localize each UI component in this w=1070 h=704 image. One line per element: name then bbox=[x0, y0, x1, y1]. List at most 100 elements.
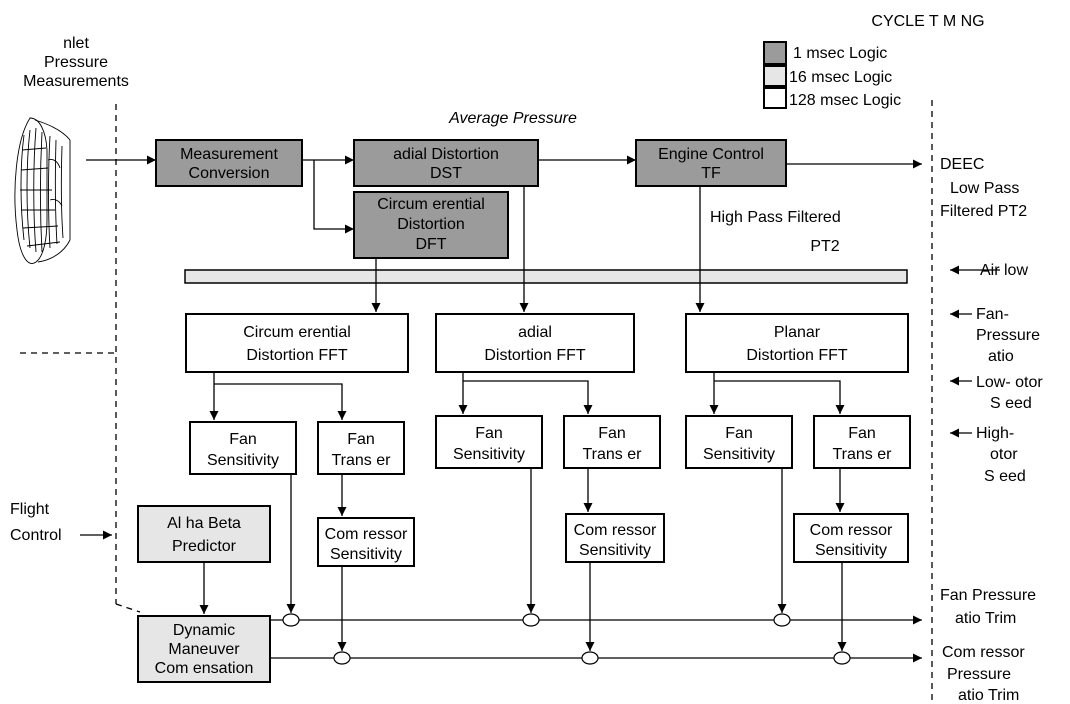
fan-pressure-ratio-trim-label: Fan Pressure atio Trim bbox=[940, 587, 1036, 627]
alpha-beta-predictor-label-2: Predictor bbox=[172, 538, 237, 555]
legend-label-16ms: 16 msec Logic bbox=[789, 69, 892, 86]
alpha-beta-predictor-block bbox=[137, 505, 271, 563]
fan-sensitivity-2-label-2: Sensitivity bbox=[453, 446, 525, 463]
circumferential-fft-label-1: Circum erential bbox=[243, 324, 351, 341]
legend-title: CYCLE T M NG bbox=[871, 13, 984, 30]
measurement-conversion-block bbox=[155, 139, 303, 187]
conversion-to-circumferential-arrow bbox=[313, 160, 354, 234]
planar-fft-label-1: Planar bbox=[774, 324, 821, 341]
compressor-sensitivity-block-1 bbox=[317, 517, 415, 567]
compressor-trim-junction-2 bbox=[581, 651, 599, 665]
compressor-trim-junction-3 bbox=[833, 651, 851, 665]
radial-distortion-label-2: DST bbox=[430, 165, 462, 182]
fan-sensitivity-block-2 bbox=[435, 415, 543, 469]
svg-text:atio Trim: atio Trim bbox=[955, 610, 1016, 627]
compressor-sensitivity-2-label-2: Sensitivity bbox=[579, 542, 651, 559]
svg-text:atio: atio bbox=[988, 348, 1014, 365]
svg-text:Low- otor: Low- otor bbox=[976, 374, 1043, 391]
fan-trim-junction-1 bbox=[282, 613, 300, 627]
dynamic-maneuver-label-2: Maneuver bbox=[168, 641, 240, 658]
planar-fft-label-2: Distortion FFT bbox=[746, 347, 848, 364]
legend-label-1ms: 1 msec Logic bbox=[793, 45, 887, 62]
svg-text:Flight: Flight bbox=[10, 501, 50, 518]
legend-swatch-128ms bbox=[763, 87, 787, 109]
fan-transfer-1-label-2: Trans er bbox=[332, 452, 392, 469]
high-pass-label: High Pass Filtered PT2 bbox=[710, 209, 841, 255]
flight-control-label: Flight Control bbox=[10, 501, 62, 544]
fan-sensitivity-1-label-1: Fan bbox=[229, 431, 257, 448]
engine-control-label-1: Engine Control bbox=[658, 146, 764, 163]
circumferential-distortion-label-2: Distortion bbox=[397, 216, 465, 233]
engine-control-block bbox=[635, 139, 787, 187]
fan-trim-junction-2 bbox=[522, 613, 540, 627]
svg-text:Fan Pressure: Fan Pressure bbox=[940, 587, 1036, 604]
svg-text:nlet: nlet bbox=[63, 35, 89, 52]
svg-text:Low Pass: Low Pass bbox=[950, 180, 1019, 197]
inlet-label: nlet Pressure Measurements bbox=[23, 35, 129, 90]
planar-fft-to-fan-trans-arrow bbox=[714, 380, 845, 414]
fan-transfer-3-label-1: Fan bbox=[848, 425, 876, 442]
fan-transfer-2-label-1: Fan bbox=[598, 425, 626, 442]
fan-transfer-block-2 bbox=[563, 415, 661, 469]
alpha-beta-predictor-label-1: Al ha Beta bbox=[167, 515, 241, 532]
legend-swatch-16ms bbox=[763, 65, 787, 87]
svg-text:Pressure: Pressure bbox=[44, 54, 108, 71]
measurement-conversion-label-1: Measurement bbox=[180, 146, 278, 163]
compressor-pressure-ratio-trim-label: Com ressor Pressure atio Trim bbox=[942, 644, 1025, 704]
measurement-conversion-label-2: Conversion bbox=[189, 165, 270, 182]
compressor-sensitivity-3-label-2: Sensitivity bbox=[815, 542, 887, 559]
signal-bus-bar bbox=[184, 269, 908, 284]
planar-fft-block bbox=[685, 313, 909, 373]
svg-text:Control: Control bbox=[10, 527, 62, 544]
fan-sensitivity-block-3 bbox=[685, 415, 793, 469]
deec-output-label: DEEC Low Pass Filtered PT2 bbox=[940, 156, 1027, 220]
svg-text:PT2: PT2 bbox=[810, 238, 839, 255]
compressor-sensitivity-1-label-2: Sensitivity bbox=[330, 546, 402, 563]
radial-fft-block bbox=[435, 313, 635, 373]
dynamic-maneuver-compensation-block bbox=[137, 615, 271, 683]
svg-text:Fan-: Fan- bbox=[976, 306, 1009, 323]
fan-sensitivity-3-label-1: Fan bbox=[725, 425, 753, 442]
dynamic-maneuver-label-1: Dynamic bbox=[173, 622, 235, 639]
high-rotor-speed-label: High- otor S eed bbox=[976, 425, 1026, 485]
fan-sensitivity-1-label-2: Sensitivity bbox=[207, 452, 279, 469]
radial-distortion-block bbox=[353, 139, 539, 187]
fan-transfer-block-3 bbox=[813, 415, 911, 469]
engine-inlet-illustration bbox=[14, 117, 71, 264]
fan-transfer-1-label-1: Fan bbox=[347, 431, 375, 448]
legend-label-128ms: 128 msec Logic bbox=[789, 92, 901, 109]
compressor-sensitivity-block-2 bbox=[565, 513, 665, 563]
radial-fft-to-fan-trans-arrow bbox=[463, 380, 593, 414]
fan-sensitivity-2-label-1: Fan bbox=[475, 425, 503, 442]
dynamic-maneuver-label-3: Com ensation bbox=[155, 660, 254, 677]
compressor-sensitivity-2-label-1: Com ressor bbox=[574, 522, 657, 539]
circumferential-distortion-label-3: DFT bbox=[415, 236, 446, 253]
inlet-boundary-tail bbox=[115, 603, 141, 613]
fan-transfer-block-1 bbox=[317, 421, 405, 475]
svg-text:Pressure: Pressure bbox=[947, 666, 1011, 683]
radial-distortion-label-1: adial Distortion bbox=[393, 146, 499, 163]
fan-transfer-2-label-2: Trans er bbox=[583, 446, 643, 463]
svg-text:S eed: S eed bbox=[984, 468, 1026, 485]
fan-trim-junction-3 bbox=[773, 613, 791, 627]
average-pressure-label: Average Pressure bbox=[448, 110, 577, 127]
fan-pressure-ratio-label: Fan- Pressure atio bbox=[976, 306, 1040, 365]
cycle-timing-legend: CYCLE T M NG 1 msec Logic 16 msec Logic … bbox=[763, 13, 985, 109]
fan-sensitivity-block-1 bbox=[189, 421, 297, 475]
circumferential-fft-label-2: Distortion FFT bbox=[246, 347, 348, 364]
circumferential-distortion-block bbox=[353, 191, 509, 259]
svg-text:otor: otor bbox=[990, 446, 1018, 463]
svg-text:High-: High- bbox=[976, 425, 1014, 442]
fan-sensitivity-3-label-2: Sensitivity bbox=[703, 446, 775, 463]
circumferential-fft-block bbox=[185, 313, 409, 373]
radial-fft-label-1: adial bbox=[518, 324, 552, 341]
engine-control-label-2: TF bbox=[701, 165, 721, 182]
svg-text:Com ressor: Com ressor bbox=[942, 644, 1025, 661]
compressor-sensitivity-3-label-1: Com ressor bbox=[810, 522, 893, 539]
svg-text:High Pass Filtered: High Pass Filtered bbox=[710, 209, 841, 226]
fan-transfer-3-label-2: Trans er bbox=[833, 446, 893, 463]
circ-fft-to-fan-trans-arrow bbox=[214, 383, 347, 420]
svg-text:atio Trim: atio Trim bbox=[958, 687, 1019, 704]
svg-text:S eed: S eed bbox=[990, 395, 1032, 412]
